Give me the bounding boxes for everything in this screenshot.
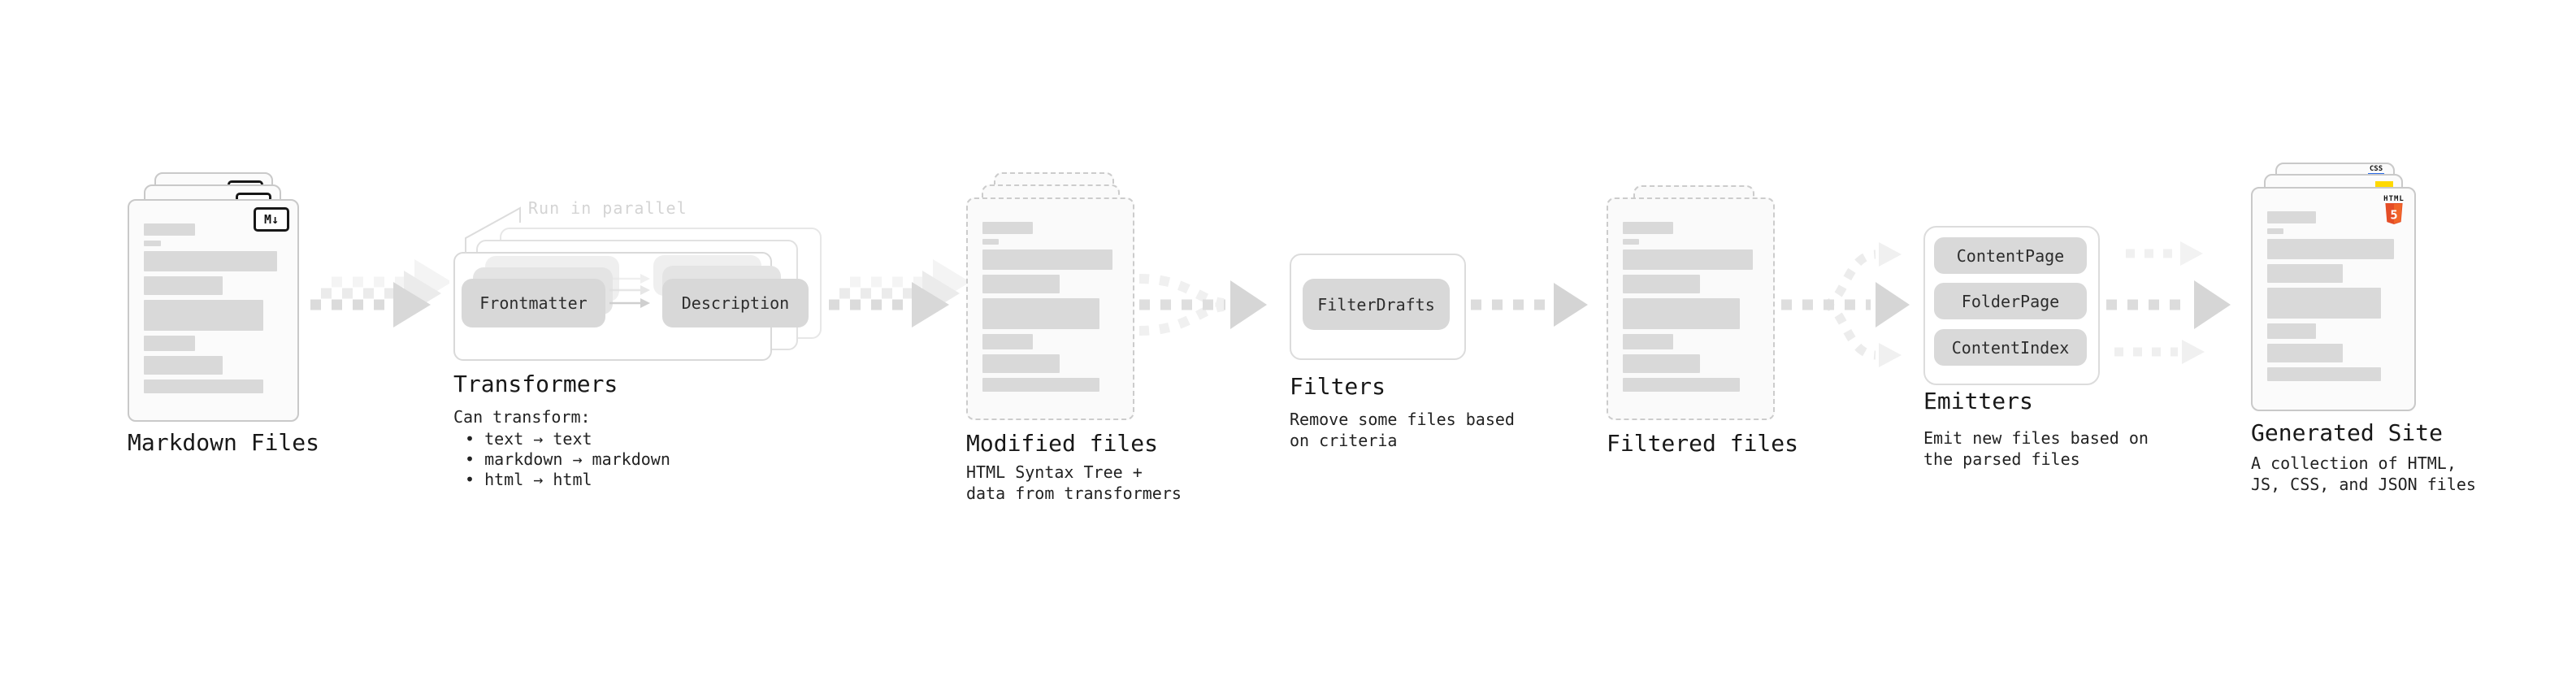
- callout-connector-line: [465, 206, 521, 254]
- content-line: [982, 378, 1099, 392]
- content-line: [2267, 239, 2395, 259]
- html5-icon-text: HTML: [2383, 195, 2405, 203]
- content-line: [1623, 239, 1640, 245]
- bullet-item: • html → html: [465, 470, 592, 489]
- arrow-filters-to-filtered: [1471, 283, 1588, 327]
- stage-label-generated-site: Generated Site: [2251, 419, 2444, 446]
- filter-pill-filterdrafts: FilterDrafts: [1303, 279, 1450, 330]
- file-content-placeholder: [144, 223, 283, 393]
- stage-label-filters: Filters: [1290, 373, 1386, 400]
- bullet-item: • markdown → markdown: [465, 449, 670, 469]
- content-line: [144, 300, 264, 331]
- content-line: [144, 223, 196, 236]
- generated-file-html: HTML 5: [2251, 187, 2416, 411]
- html5-icon: HTML 5: [2383, 196, 2405, 228]
- content-line: [144, 276, 223, 295]
- content-line: [2267, 228, 2283, 234]
- emitter-pill-contentpage: ContentPage: [1934, 237, 2087, 274]
- arrow-modified-to-filters: [1138, 274, 1267, 336]
- bullet-item: • text → text: [465, 429, 592, 449]
- content-line: [1623, 378, 1740, 392]
- content-line: [2267, 264, 2343, 283]
- file-content-placeholder: [982, 222, 1118, 392]
- content-line: [982, 275, 1060, 293]
- content-line: [144, 241, 161, 246]
- transformer-pill-frontmatter: Frontmatter: [462, 279, 605, 327]
- transformers-description: Can transform:: [453, 406, 591, 427]
- content-line: [144, 251, 278, 271]
- description-line: Can transform:: [453, 407, 591, 427]
- transformer-pill-description: Description: [662, 279, 809, 327]
- description-line: data from transformers: [966, 484, 1182, 503]
- content-line: [1623, 222, 1673, 234]
- content-line: [982, 249, 1113, 270]
- content-line: [1623, 354, 1701, 373]
- stage-label-markdown-files: Markdown Files: [128, 429, 320, 456]
- content-line: [2267, 288, 2382, 319]
- description-line: the parsed files: [1923, 449, 2080, 469]
- arrow-emitters-to-generated: [2106, 241, 2231, 364]
- generated-site-description: A collection of HTML, JS, CSS, and JSON …: [2251, 453, 2476, 495]
- modified-files-description: HTML Syntax Tree + data from transformer…: [966, 462, 1182, 504]
- arrow-transformers-to-modified: [829, 259, 968, 327]
- content-line: [982, 354, 1060, 373]
- content-line: [2267, 344, 2343, 362]
- css-icon-text: CSS: [2369, 165, 2383, 173]
- content-line: [1623, 275, 1701, 293]
- javascript-icon: [2375, 181, 2393, 189]
- svg-text:5: 5: [2390, 207, 2397, 222]
- markdown-file-front: M↓: [128, 199, 299, 422]
- markdown-icon: M↓: [254, 207, 289, 232]
- arrow-frontmatter-to-description: [609, 274, 650, 308]
- content-line: [1623, 334, 1673, 349]
- filters-description: Remove some files based on criteria: [1290, 409, 1515, 451]
- modified-file-front: [966, 197, 1134, 420]
- description-line: HTML Syntax Tree +: [966, 462, 1143, 482]
- stage-label-filtered-files: Filtered files: [1607, 430, 1799, 457]
- html5-shield: 5: [2385, 203, 2403, 224]
- transformers-bullet-list: • text → text • markdown → markdown • ht…: [465, 429, 670, 490]
- description-line: JS, CSS, and JSON files: [2251, 475, 2476, 494]
- stage-label-transformers: Transformers: [453, 371, 618, 397]
- description-line: Remove some files based: [1290, 410, 1515, 429]
- description-line: Emit new files based on: [1923, 428, 2149, 448]
- filtered-file-front: [1607, 197, 1775, 420]
- content-line: [982, 222, 1033, 234]
- stage-label-emitters: Emitters: [1923, 388, 2033, 414]
- content-line: [2267, 367, 2382, 381]
- arrow-filtered-to-emitters: [1781, 242, 1910, 367]
- description-line: on criteria: [1290, 431, 1398, 450]
- stage-label-modified-files: Modified files: [966, 430, 1159, 457]
- emitter-pill-contentindex: ContentIndex: [1934, 329, 2087, 366]
- description-line: A collection of HTML,: [2251, 453, 2457, 473]
- file-content-placeholder: [2267, 211, 2400, 381]
- file-content-placeholder: [1623, 222, 1759, 392]
- content-line: [144, 336, 196, 351]
- run-in-parallel-callout: Run in parallel: [528, 198, 687, 218]
- content-line: [982, 334, 1033, 349]
- content-line: [2267, 211, 2317, 223]
- content-line: [1623, 298, 1740, 329]
- content-line: [1623, 249, 1754, 270]
- emitters-description: Emit new files based on the parsed files: [1923, 427, 2149, 470]
- emitter-pill-folderpage: FolderPage: [1934, 283, 2087, 319]
- markdown-icon-text: M↓: [263, 212, 280, 227]
- content-line: [144, 380, 264, 393]
- content-line: [2267, 323, 2317, 339]
- arrow-markdown-to-transformers: [310, 259, 449, 327]
- content-line: [144, 356, 223, 375]
- content-line: [982, 298, 1099, 329]
- content-line: [982, 239, 1000, 245]
